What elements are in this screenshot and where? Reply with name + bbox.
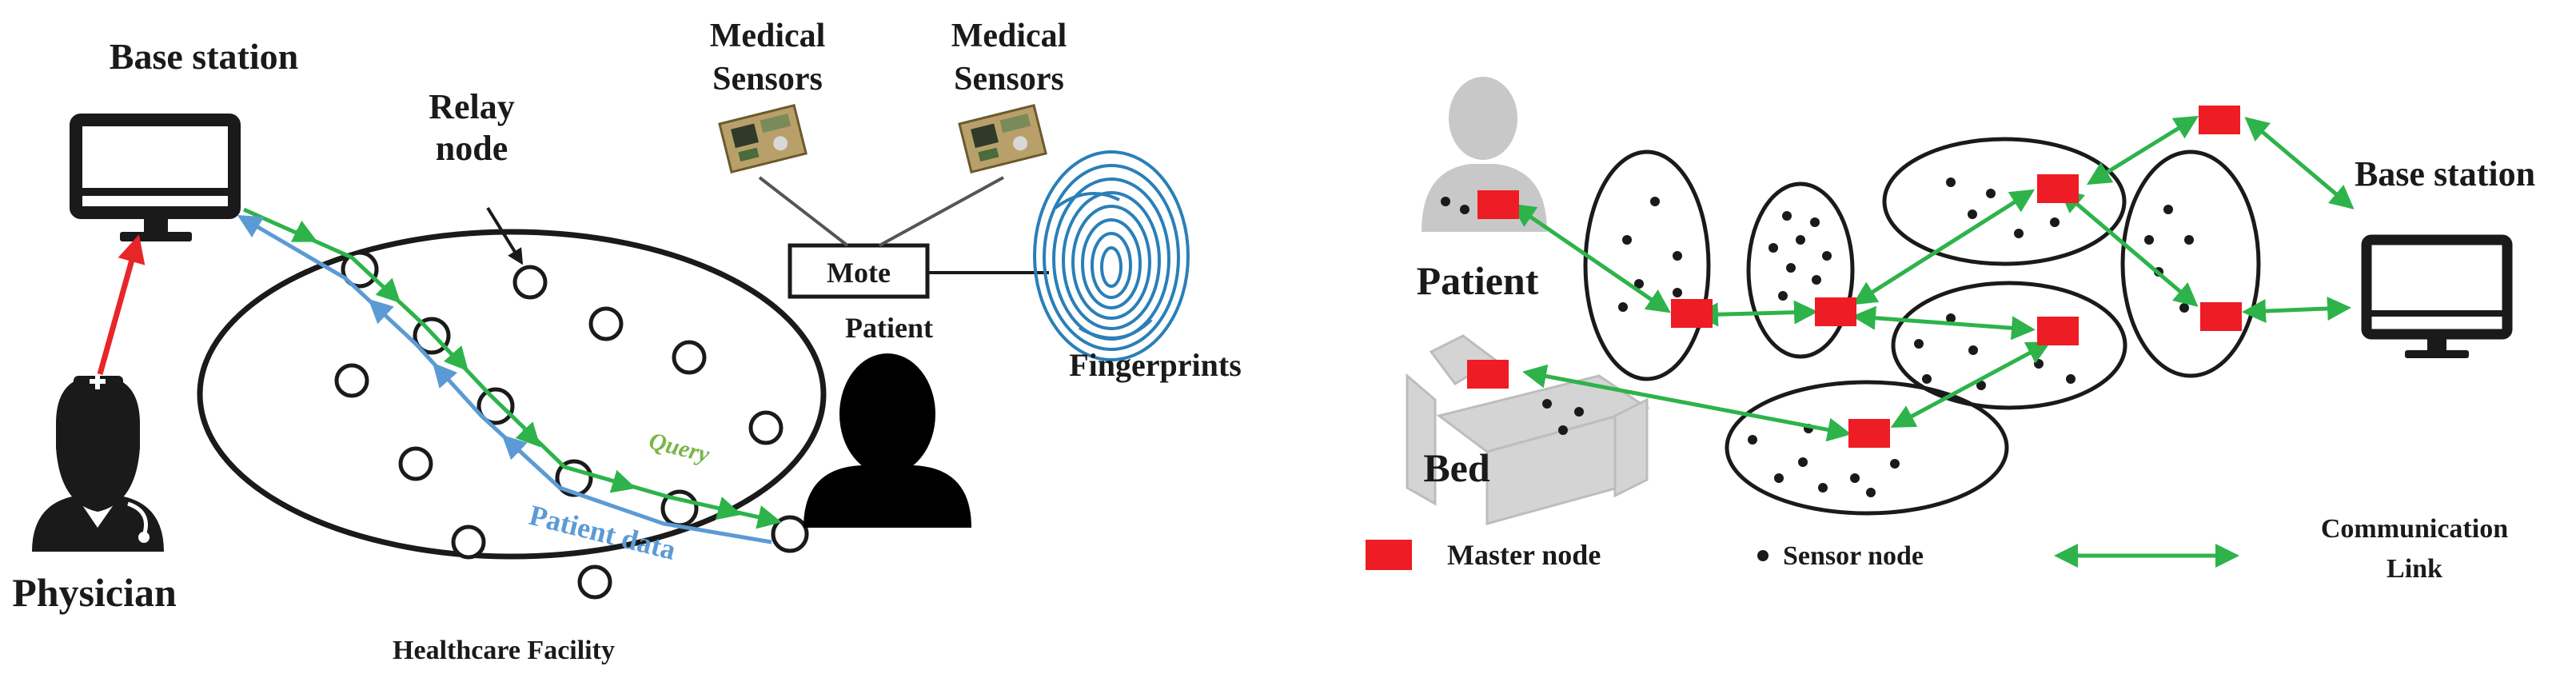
legend-communication-line2: Link — [2387, 554, 2442, 584]
fingerprint-icon — [1033, 150, 1190, 361]
relay-node — [451, 524, 486, 560]
relay-node-label-line1: Relay — [429, 87, 515, 126]
master-node — [2200, 302, 2242, 331]
left-diagram: Base station Physician Healthcare Facili… — [12, 18, 1242, 665]
legend-sensor-node: Sensor node — [1783, 541, 1924, 571]
master-node — [1848, 419, 1890, 448]
relay-node — [477, 387, 515, 425]
cluster-6 — [2120, 150, 2261, 378]
base-station-label: Base station — [110, 36, 298, 77]
patient-data-path — [237, 214, 772, 544]
medical-sensors-2-line2: Sensors — [954, 61, 1064, 98]
medical-sensors-2-line1: Medical — [951, 18, 1067, 54]
physician-label: Physician — [12, 570, 177, 615]
relay-node — [577, 564, 612, 600]
sensor2-mote-link — [879, 176, 1004, 247]
master-node — [1671, 299, 1713, 328]
master-node — [2037, 317, 2079, 345]
medical-sensors-1-line1: Medical — [710, 18, 826, 54]
monitor-icon — [70, 114, 241, 241]
sensor-board-icon — [958, 103, 1047, 173]
bed-label: Bed — [1423, 445, 1490, 490]
legend: Master node Sensor node Communication Li… — [1366, 514, 2508, 584]
mote-label: Mote — [827, 257, 891, 289]
cluster-5 — [1725, 380, 2009, 516]
relay-node — [341, 250, 379, 289]
master-node — [1467, 360, 1509, 389]
healthcare-facility-boundary — [197, 229, 827, 560]
patient-label: Patient — [845, 312, 933, 344]
relay-node — [672, 340, 707, 375]
sensor-board-icon — [718, 103, 807, 173]
query-path — [242, 207, 782, 529]
master-node — [2037, 174, 2079, 203]
relay-node — [398, 446, 433, 481]
legend-sensor-swatch — [1757, 550, 1769, 561]
patient-label-right: Patient — [1417, 258, 1539, 303]
fingerprints-label: Fingerprints — [1069, 347, 1242, 383]
relay-node-pointer — [486, 206, 524, 265]
cluster-2 — [1746, 181, 1855, 359]
relay-node — [555, 459, 593, 497]
master-node — [1477, 190, 1519, 219]
master-node — [1815, 297, 1856, 326]
relay-node — [334, 363, 369, 398]
legend-master-swatch — [1366, 540, 1412, 570]
query-label: Query — [646, 428, 712, 469]
master-nodes — [1467, 106, 2242, 448]
relay-node — [512, 265, 548, 300]
relay-nodes — [334, 250, 809, 600]
cluster-3 — [1882, 137, 2127, 266]
legend-master-node: Master node — [1447, 539, 1601, 571]
medical-sensors-1-line2: Sensors — [712, 61, 823, 98]
sensor1-mote-link — [758, 176, 849, 247]
legend-communication-line1: Communication — [2321, 514, 2508, 544]
relay-node — [771, 515, 809, 553]
master-node — [2199, 106, 2240, 134]
right-diagram: Patient Bed — [1366, 77, 2535, 584]
monitor-icon — [2361, 234, 2513, 358]
physician-icon — [32, 373, 164, 552]
physician-to-base-arrow — [97, 234, 146, 375]
bed-icon — [1406, 334, 1650, 525]
relay-node-label-line2: node — [436, 129, 508, 168]
communication-links — [1511, 115, 2355, 442]
relay-node — [588, 306, 624, 341]
facility-label: Healthcare Facility — [393, 636, 615, 665]
relay-node — [748, 410, 784, 445]
patient-silhouette-icon — [804, 353, 971, 528]
base-station-label-right: Base station — [2355, 154, 2535, 193]
